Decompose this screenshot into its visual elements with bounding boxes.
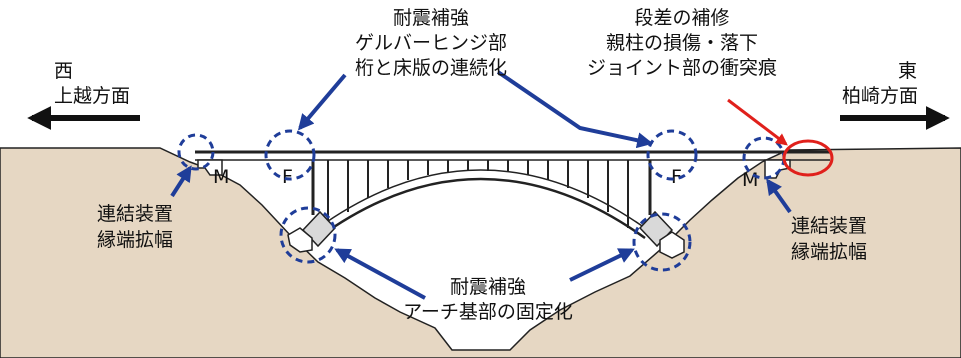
arch-rib xyxy=(317,169,646,240)
callout-left-line1: 連結装置 xyxy=(97,203,173,225)
main-piers xyxy=(311,160,652,215)
west-label-line2: 上越方面 xyxy=(54,85,130,107)
circle-left-m xyxy=(177,133,215,171)
callout-top-right-line3: ジョイント部の衝突痕 xyxy=(587,57,777,79)
right-arch-footing xyxy=(638,210,685,259)
bearing-label-right-f: F xyxy=(671,166,682,188)
callout-top-center: 耐震補強 ゲルバーヒンジ部 桁と床版の連続化 xyxy=(355,7,507,79)
callout-top-right-line1: 段差の補修 xyxy=(634,7,729,29)
callout-top-center-line3: 桁と床版の連続化 xyxy=(355,57,507,79)
arrow-to-right-f xyxy=(496,70,654,149)
east-label-line1: 東 xyxy=(898,60,917,82)
bridge-deck xyxy=(195,150,830,161)
callout-right-line1: 連結装置 xyxy=(791,215,867,237)
circle-joint-red xyxy=(782,139,834,177)
callout-top-center-line2: ゲルバーヒンジ部 xyxy=(355,32,507,54)
callout-top-right-line2: 親柱の損傷・落下 xyxy=(606,32,758,54)
arrow-to-right-base xyxy=(569,248,635,282)
spandrel-columns xyxy=(327,160,629,228)
callout-top-right: 段差の補修 親柱の損傷・落下 ジョイント部の衝突痕 xyxy=(587,7,777,79)
bearing-label-right-m: M xyxy=(742,169,758,191)
arrow-to-joint-red xyxy=(727,98,788,146)
arrow-to-left-base xyxy=(334,248,426,300)
circle-left-f xyxy=(264,129,316,181)
callout-top-center-line1: 耐震補強 xyxy=(393,7,469,29)
circle-left-base xyxy=(279,206,337,264)
callout-right: 連結装置 縁端拡幅 xyxy=(791,215,867,263)
east-label-line2: 柏崎方面 xyxy=(842,85,918,107)
callout-left-line2: 縁端拡幅 xyxy=(97,229,173,251)
west-label-line1: 西 xyxy=(54,60,73,82)
circle-right-base xyxy=(632,212,692,272)
bearing-label-left-m: M xyxy=(213,166,229,188)
callout-bottom-center: 耐震補強 アーチ基部の固定化 xyxy=(403,276,573,323)
callout-left: 連結装置 縁端拡幅 xyxy=(97,203,173,251)
ground-terrain xyxy=(0,147,961,358)
arrow-to-right-m xyxy=(766,178,792,214)
bearing-label-left-f: F xyxy=(282,166,293,188)
callout-bottom-center-line2: アーチ基部の固定化 xyxy=(403,301,573,323)
callout-right-line2: 縁端拡幅 xyxy=(791,241,867,263)
arrow-to-left-m xyxy=(170,165,192,198)
callout-bottom-center-line1: 耐震補強 xyxy=(450,276,526,298)
callout-arrows-blue xyxy=(170,70,792,300)
arch-opening xyxy=(318,171,645,348)
circle-right-f xyxy=(646,129,698,181)
arrow-to-left-f xyxy=(297,73,347,131)
